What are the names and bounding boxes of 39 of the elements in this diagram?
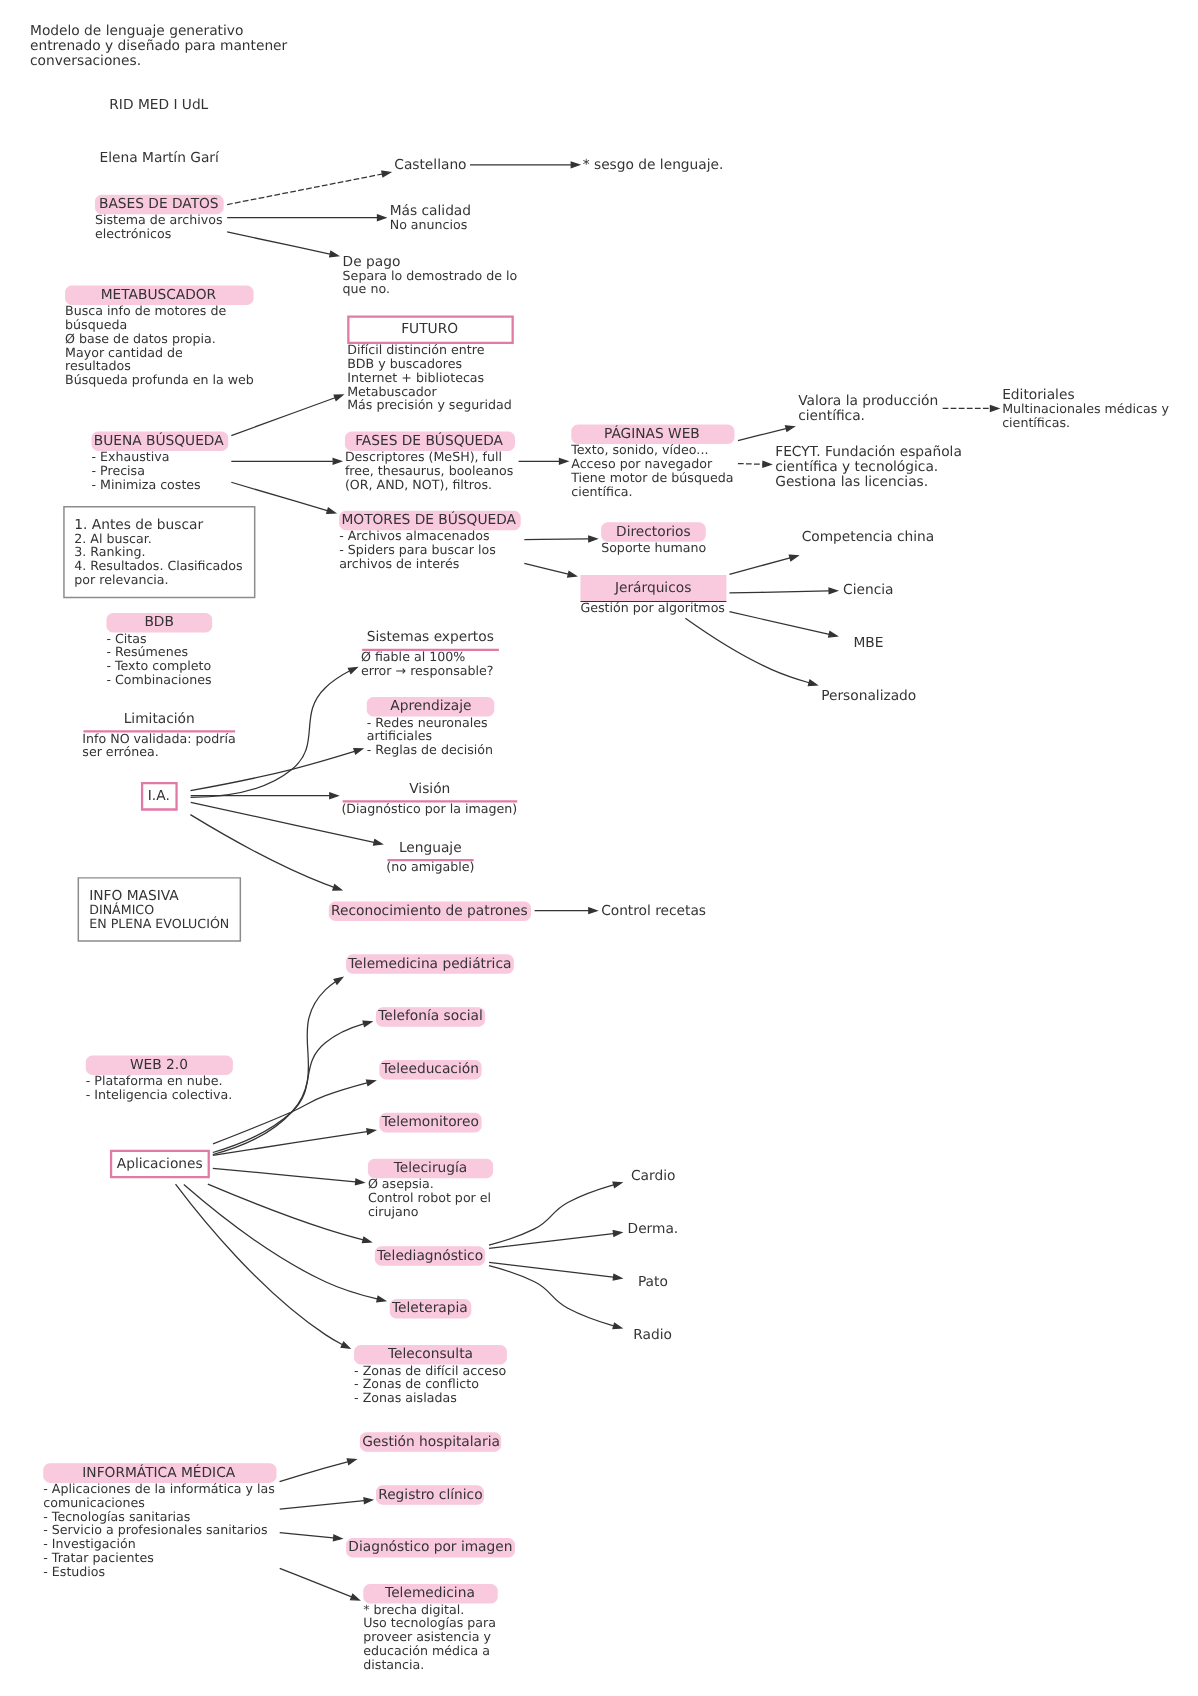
arrow <box>278 1497 374 1510</box>
arrow <box>173 1183 351 1350</box>
arrow <box>211 1167 365 1186</box>
arrow <box>225 170 392 206</box>
arrow <box>229 457 343 466</box>
arrow <box>211 1128 377 1156</box>
arrow <box>727 554 799 575</box>
arrow <box>206 1183 372 1244</box>
arrow <box>727 611 838 638</box>
arrow <box>522 562 577 578</box>
arrow <box>468 161 581 169</box>
arrow <box>229 481 337 515</box>
arrow <box>229 394 344 437</box>
arrow <box>188 748 364 792</box>
arrow <box>278 1567 360 1601</box>
arrow <box>188 666 358 798</box>
arrow <box>277 1458 357 1483</box>
arrow <box>188 814 343 891</box>
arrow <box>487 1265 623 1330</box>
arrow <box>727 587 839 595</box>
arrow <box>189 801 383 846</box>
arrow <box>533 906 598 915</box>
arrow <box>516 457 569 466</box>
arrow <box>487 1181 623 1246</box>
arrow <box>941 404 1000 413</box>
arrow <box>278 1531 343 1542</box>
arrow <box>189 792 339 800</box>
arrow <box>736 425 795 442</box>
arrow <box>522 535 598 543</box>
arrow <box>736 460 772 468</box>
arrow <box>211 1020 373 1154</box>
arrow <box>182 1183 387 1303</box>
arrow <box>225 214 387 222</box>
arrow <box>487 1229 623 1250</box>
arrow <box>225 231 339 258</box>
arrow <box>211 976 344 1156</box>
arrow <box>487 1261 623 1281</box>
arrow <box>683 617 818 687</box>
arrow <box>211 1079 376 1145</box>
